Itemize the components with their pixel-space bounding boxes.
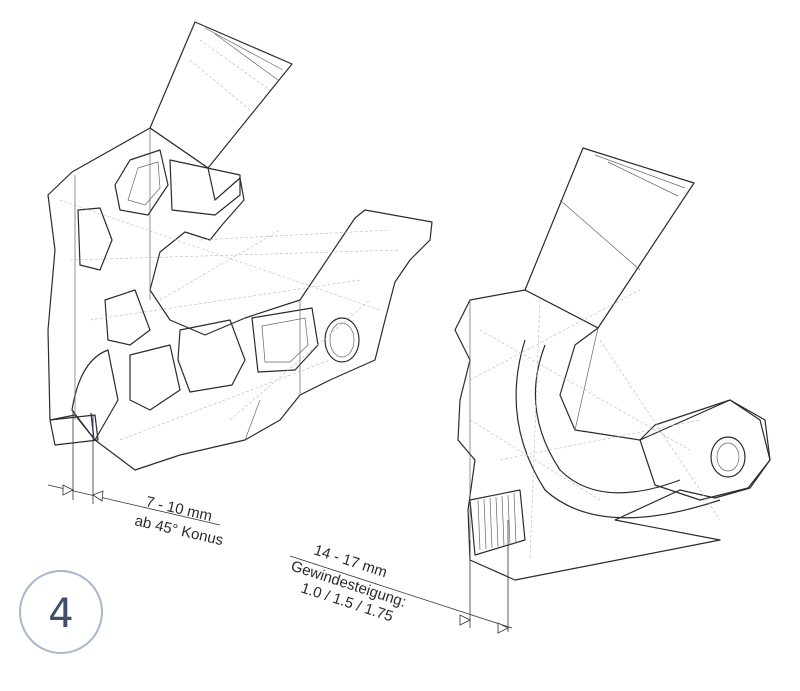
dimension-arrow [497,622,509,634]
dimension-arrow [459,614,471,626]
right-bracket-drawing [454,147,771,581]
step-number: 4 [48,591,73,637]
dimension-arrow [92,490,104,502]
dimension-arrow [62,484,74,496]
left-bracket-drawing [47,21,433,471]
thread-section [469,489,526,556]
step-badge: 4 [19,570,103,654]
